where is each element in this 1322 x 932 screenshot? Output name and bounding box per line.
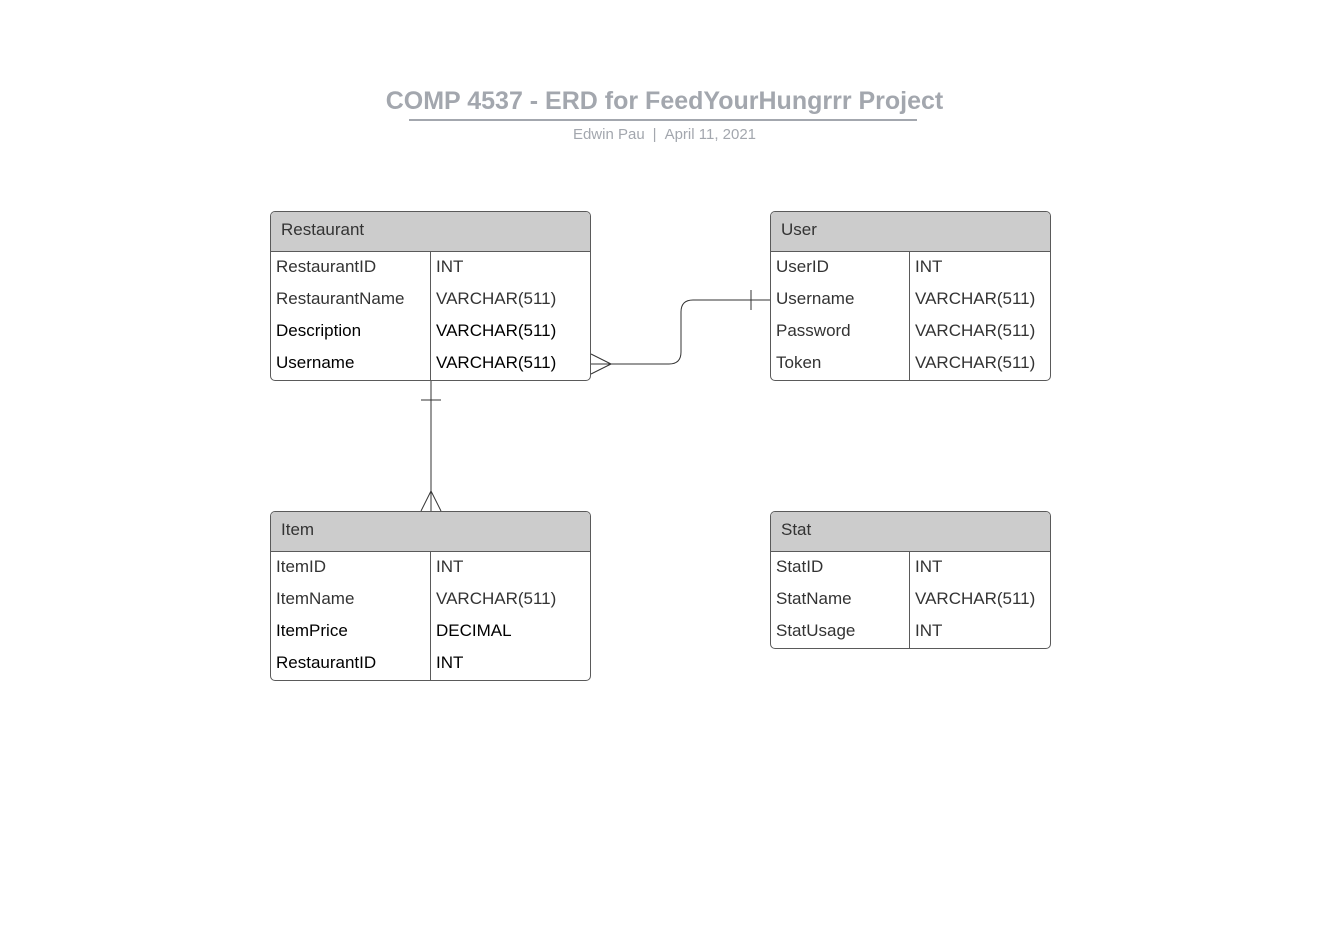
field-name: ItemID (271, 552, 431, 584)
entity-header: Restaurant (271, 212, 590, 252)
field-type: VARCHAR(511) (436, 589, 557, 608)
diagram-date: April 11, 2021 (664, 126, 757, 143)
field-type: VARCHAR(511) (915, 321, 1036, 340)
field-row[interactable]: RestaurantName VARCHAR(511) (271, 284, 590, 316)
title-underline (409, 119, 917, 121)
entity-restaurant[interactable]: Restaurant RestaurantID INT RestaurantNa… (270, 211, 591, 381)
field-row[interactable]: RestaurantID INT (271, 648, 590, 680)
field-name: StatID (771, 552, 910, 584)
field-name: RestaurantID (271, 648, 431, 680)
field-type: DECIMAL (436, 621, 512, 640)
field-name: RestaurantName (271, 284, 431, 316)
field-name: Username (771, 284, 910, 316)
field-type: VARCHAR(511) (436, 289, 557, 308)
field-row[interactable]: StatID INT (771, 552, 1050, 584)
subtitle-separator: | (652, 126, 657, 143)
relationship-restaurant-item[interactable] (420, 381, 442, 512)
field-type: INT (915, 621, 943, 640)
entity-header: User (771, 212, 1050, 252)
field-row[interactable]: ItemID INT (271, 552, 590, 584)
field-row[interactable]: Username VARCHAR(511) (771, 284, 1050, 316)
entity-header: Stat (771, 512, 1050, 552)
field-name: StatUsage (771, 616, 910, 648)
connector-line (591, 299, 770, 365)
field-row[interactable]: RestaurantID INT (271, 252, 590, 284)
field-type: VARCHAR(511) (915, 289, 1036, 308)
field-name: ItemPrice (271, 616, 431, 648)
entity-item[interactable]: Item ItemID INT ItemName VARCHAR(511) It… (270, 511, 591, 681)
field-name: Username (271, 348, 431, 380)
field-row[interactable]: UserID INT (771, 252, 1050, 284)
field-name: ItemName (271, 584, 431, 616)
diagram-title: COMP 4537 - ERD for FeedYourHungrrr Proj… (385, 87, 944, 115)
field-row[interactable]: Username VARCHAR(511) (271, 348, 590, 380)
field-type: VARCHAR(511) (436, 321, 557, 340)
crows-foot-lower (590, 363, 612, 375)
relationship-user-restaurant[interactable] (590, 290, 770, 375)
field-name: Token (771, 348, 910, 380)
field-type: INT (436, 557, 464, 576)
field-type: INT (915, 257, 943, 276)
field-row[interactable]: Password VARCHAR(511) (771, 316, 1050, 348)
field-type: VARCHAR(511) (436, 353, 557, 372)
entity-header: Item (271, 512, 590, 552)
field-type: VARCHAR(511) (915, 589, 1036, 608)
field-row[interactable]: ItemPrice DECIMAL (271, 616, 590, 648)
field-row[interactable]: StatUsage INT (771, 616, 1050, 648)
crows-foot-upper (590, 353, 612, 365)
crows-foot-left (420, 490, 432, 512)
field-type: VARCHAR(511) (915, 353, 1036, 372)
field-row[interactable]: Description VARCHAR(511) (271, 316, 590, 348)
crows-foot-right (430, 490, 442, 512)
entity-user[interactable]: User UserID INT Username VARCHAR(511) Pa… (770, 211, 1051, 381)
field-name: StatName (771, 584, 910, 616)
author-name: Edwin Pau (572, 126, 645, 143)
field-type: INT (436, 653, 464, 672)
field-type: INT (915, 557, 943, 576)
entity-stat[interactable]: Stat StatID INT StatName VARCHAR(511) St… (770, 511, 1051, 649)
field-name: UserID (771, 252, 910, 284)
diagram-subtitle: Edwin Pau | April 11, 2021 (0, 126, 1322, 144)
field-row[interactable]: Token VARCHAR(511) (771, 348, 1050, 380)
field-name: Password (771, 316, 910, 348)
field-name: Description (271, 316, 431, 348)
field-type: INT (436, 257, 464, 276)
field-row[interactable]: ItemName VARCHAR(511) (271, 584, 590, 616)
field-row[interactable]: StatName VARCHAR(511) (771, 584, 1050, 616)
field-name: RestaurantID (271, 252, 431, 284)
